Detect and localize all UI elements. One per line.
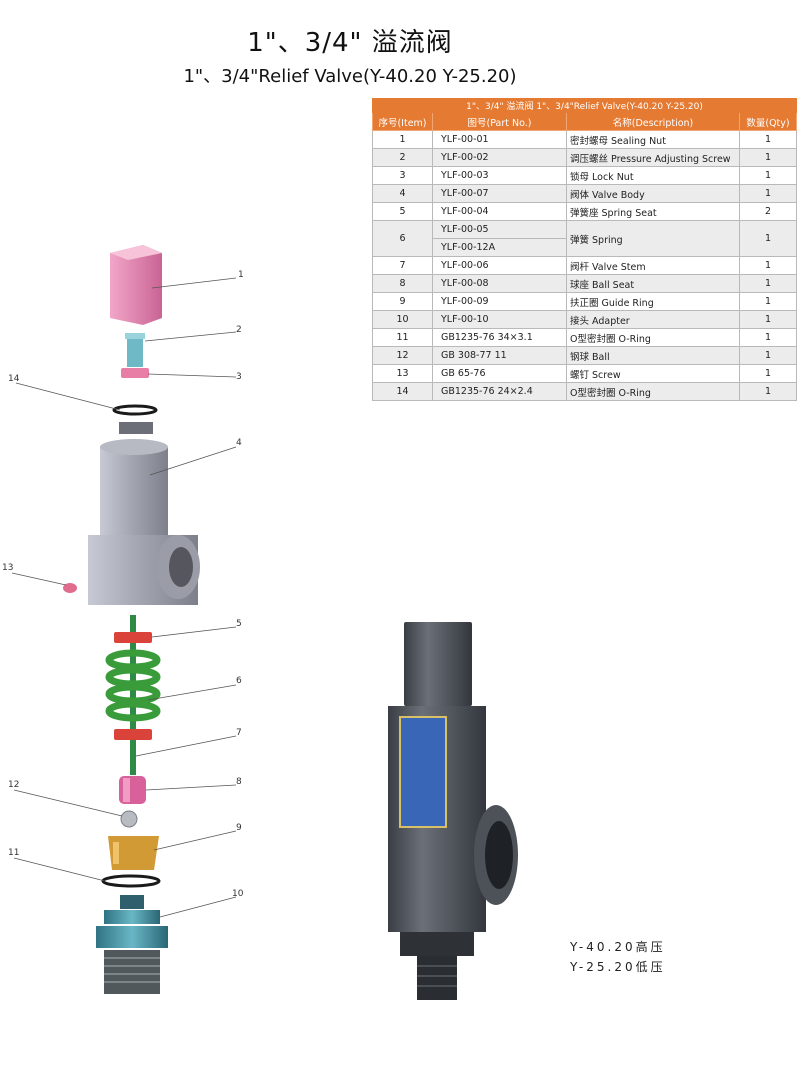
cell-item: 4 [372,184,433,203]
callout-12: 12 [8,780,20,790]
part-o-ring-14 [112,404,158,416]
page-title-en: 1"、3/4"Relief Valve(Y-40.20 Y-25.20) [183,66,517,87]
callout-1: 1 [238,270,244,280]
part-guide-ring [108,836,159,870]
cell-qty: 1 [739,274,797,293]
model-legend: Y-40.20高压 Y-25.20低压 [570,937,666,977]
header-item: 序号(Item) [372,112,433,131]
callout-6: 6 [236,676,242,686]
cell-desc: 弹簧 Spring [566,220,740,257]
callout-10: 10 [232,889,244,899]
cell-item: 6 [372,220,433,257]
model-high-pressure: Y-40.20高压 [570,940,666,954]
callout-9: 9 [236,823,242,833]
cell-desc: 接头 Adapter [566,310,740,329]
part-adapter [96,895,168,994]
page-title-cn: 1"、3/4" 溢流阀 [247,28,453,58]
assembled-valve-photo [388,622,518,1000]
cell-part: GB1235-76 24×2.4 [432,382,567,401]
cell-qty: 1 [739,184,797,203]
table-caption: 1"、3/4" 溢流阀 1"、3/4"Relief Valve(Y-40.20 … [372,98,797,113]
callout-5: 5 [236,619,242,629]
part-screw [63,583,77,593]
part-spring-seat-bottom [114,729,152,740]
leader-lines [11,277,237,918]
nameplate [399,716,447,828]
header-desc: 名称(Description) [566,112,740,131]
header-qty: 数量(Qty) [739,112,797,131]
part-ball-seat [119,776,146,804]
cell-qty: 1 [739,346,797,365]
part-spring [105,649,161,722]
cell-qty: 1 [739,382,797,401]
cell-qty: 1 [739,310,797,329]
model-low-pressure: Y-25.20低压 [570,960,666,974]
part-adjusting-screw [125,333,145,367]
part-sealing-nut [110,245,162,325]
callout-3: 3 [236,372,242,382]
callout-14: 14 [8,374,20,384]
callout-2: 2 [236,325,242,335]
header-part: 图号(Part No.) [432,112,567,131]
callout-7: 7 [236,728,242,738]
cell-item: 10 [372,310,433,329]
cell-desc: O型密封圈 O-Ring [566,382,740,401]
part-lock-nut [121,368,149,378]
part-spring-seat-top [114,632,152,643]
cell-part: GB 308-77 11 [432,346,567,365]
table-header-row: 序号(Item) 图号(Part No.) 名称(Description) 数量… [372,112,797,131]
cell-part: YLF-00-08 [432,274,567,293]
cell-desc: 钢球 Ball [566,346,740,365]
parts-table: 1"、3/4" 溢流阀 1"、3/4"Relief Valve(Y-40.20 … [372,98,797,401]
callout-8: 8 [236,777,242,787]
cell-item: 2 [372,148,433,167]
callout-4: 4 [236,438,242,448]
callout-11: 11 [8,848,20,858]
cell-desc: 调压螺丝 Pressure Adjusting Screw [566,148,740,167]
cell-qty: 1 [739,130,797,149]
callout-13: 13 [2,563,14,573]
part-o-ring-11 [101,874,161,888]
cell-item: 14 [372,382,433,401]
part-valve-body [88,422,200,605]
part-valve-stem [130,615,136,775]
part-ball [120,810,138,828]
